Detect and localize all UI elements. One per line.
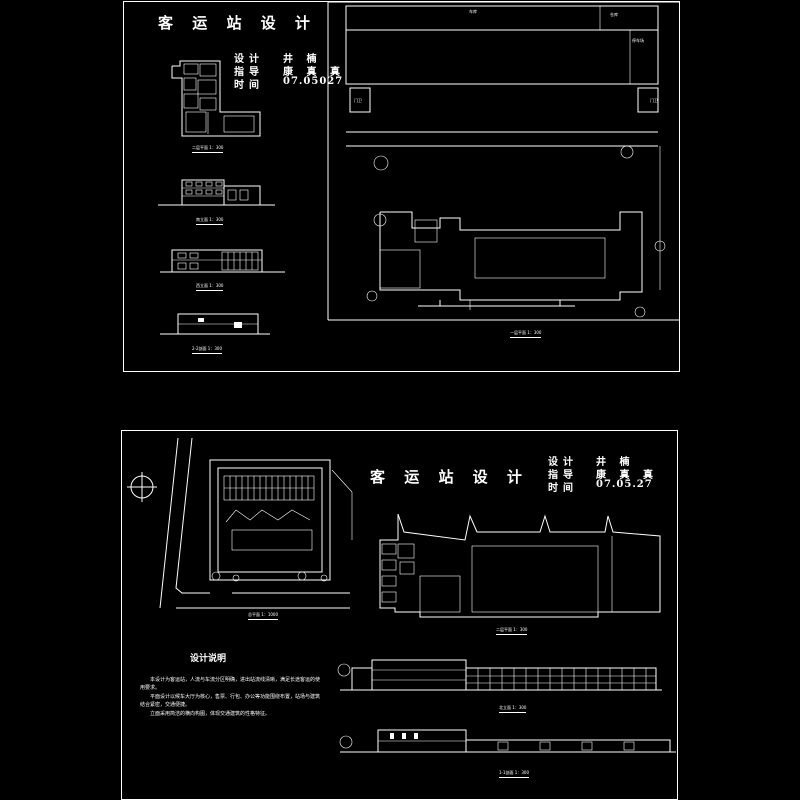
- sheet2-second-floor-plan: [379, 513, 661, 618]
- sheet2-design-value: 井 楠: [596, 457, 635, 468]
- sheet1-advisor-value: 康 真 真: [283, 67, 345, 78]
- sheet2-north-elevation: [337, 659, 662, 691]
- sheet2-title: 客 运 站 设 计: [370, 468, 529, 486]
- sheet1-caption-west-elevation: 西立面 1：300: [196, 283, 224, 291]
- sheet2-section: [339, 729, 676, 753]
- sheet1-caption-first-floor: 一层平面 1：300: [510, 330, 542, 338]
- sheet2-date-value: 07.05.27: [596, 479, 653, 490]
- sheet1-title: 客 运 站 设 计: [158, 14, 317, 32]
- sheet1-design-label: 设计: [234, 54, 264, 65]
- sheet1-label-gate-left: 门卫: [354, 98, 362, 103]
- sheet1-second-floor-plan: [171, 60, 261, 137]
- sheet1-south-elevation: [158, 179, 275, 206]
- sheet1-label-warehouse: 仓库: [610, 12, 618, 17]
- sheet1-label-gate-right: 门卫: [650, 98, 658, 103]
- sheet1-west-elevation: [160, 249, 285, 273]
- sheet1-label-parking: 停车场: [632, 38, 644, 43]
- sheet1-date-label: 时间: [234, 80, 264, 91]
- sheet1-label-garage: 车库: [469, 9, 477, 14]
- sheet2-advisor-label: 指导: [548, 470, 578, 481]
- sheet2-caption-section: 1-1剖面 1：300: [499, 770, 529, 778]
- sheet1-advisor-label: 指导: [234, 67, 264, 78]
- design-notes-paragraph: 平面设计以候车大厅为核心，售票、行包、办公等功能围绕布置，站场与建筑结合紧密，交…: [140, 693, 321, 709]
- sheet2-date-label: 时间: [548, 483, 578, 494]
- site-roads: [159, 437, 353, 609]
- sheet2-advisor-value: 康 真 真: [596, 470, 658, 481]
- design-notes-heading: 设计说明: [190, 654, 227, 664]
- sheet1-first-floor-plan: [327, 1, 680, 321]
- design-notes-paragraph: 立面采用简洁的横向构图，体现交通建筑的性格特征。: [150, 710, 271, 717]
- sheet1-design-value: 井 楠: [283, 54, 322, 65]
- sheet2-caption-north-elevation: 北立面 1：300: [499, 705, 527, 713]
- sheet2-caption-second-floor: 二层平面 1：300: [496, 627, 528, 635]
- site-plan: [209, 459, 331, 582]
- sheet1-caption-section: 2-2剖面 1：300: [192, 346, 222, 354]
- sheet2-design-label: 设计: [548, 457, 578, 468]
- sheet2-caption-site-plan: 总平面 1：1000: [248, 612, 278, 620]
- design-notes-paragraph: 本设计为客运站，人流与车流分区明确，进出站流线清晰，满足长途客运的使用要求。: [140, 676, 321, 692]
- sheet1-caption-second-floor: 二层平面 1：300: [192, 145, 224, 153]
- sheet1-date-value: 07.05027: [283, 76, 344, 87]
- north-arrow-icon: [127, 472, 157, 502]
- sheet1-section: [160, 313, 270, 335]
- design-notes: 设计说明 本设计为客运站，人流与车流分区明确，进出站流线清晰，满足长途客运的使用…: [140, 655, 320, 718]
- sheet1-caption-south-elevation: 南立面 1：300: [196, 217, 224, 225]
